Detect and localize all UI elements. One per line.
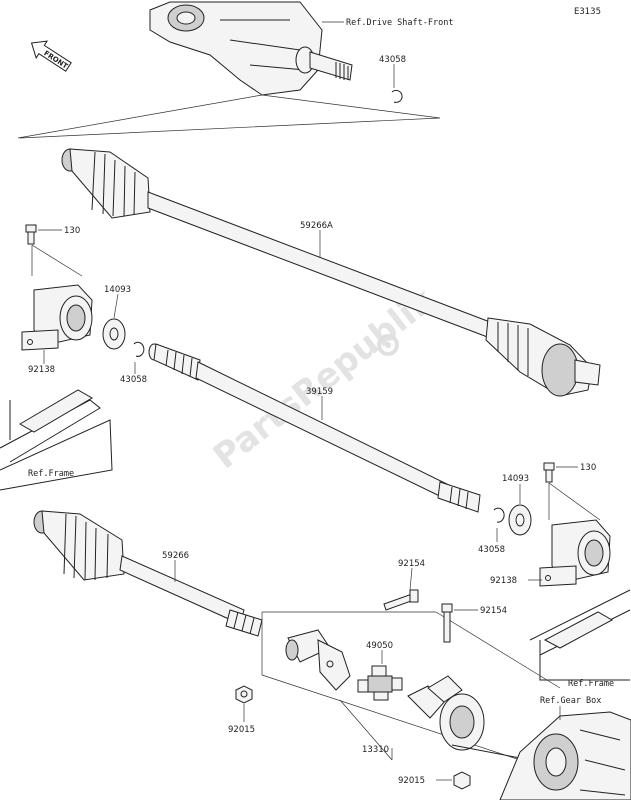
bolt-92154-b	[441, 603, 453, 643]
part-59266A: 59266A	[300, 221, 333, 231]
washer-14093-right	[508, 504, 532, 536]
front-differential	[149, 1, 353, 96]
part-59266: 59266	[162, 551, 189, 561]
drive-shaft-59266	[33, 510, 263, 637]
bolt-130-left	[25, 224, 37, 245]
circlip-43058-top	[391, 89, 403, 103]
nut-92015-left	[235, 685, 253, 704]
part-92138-right: 92138	[490, 576, 517, 586]
bearing-housing-92138-left	[21, 284, 93, 351]
part-130-right: 130	[580, 463, 596, 473]
gear-box	[499, 711, 631, 800]
part-49050: 49050	[366, 641, 393, 651]
part-14093-right: 14093	[502, 474, 529, 484]
ref-gear-box: Ref.Gear Box	[540, 696, 601, 706]
drive-shaft-39159	[148, 343, 481, 513]
part-39159: 39159	[306, 387, 333, 397]
watermark-text: PartsRepublik	[206, 280, 443, 478]
part-92015-left: 92015	[228, 725, 255, 735]
diagram-code: E3135	[574, 7, 601, 17]
ref-frame-right: Ref.Frame	[568, 679, 614, 689]
watermark-gear-icon	[377, 334, 399, 356]
part-43058-top: 43058	[379, 55, 406, 65]
ref-drive-shaft-front: Ref.Drive Shaft-Front	[346, 18, 453, 28]
circlip-43058-right	[493, 507, 505, 523]
part-92015-bottom: 92015	[398, 776, 425, 786]
part-92138-left: 92138	[28, 365, 55, 375]
circlip-43058-left	[133, 341, 145, 357]
part-43058-right: 43058	[478, 545, 505, 555]
part-43058-left: 43058	[120, 375, 147, 385]
drive-shaft-59266A	[61, 148, 601, 397]
yoke-front	[285, 629, 351, 691]
universal-joint-49050	[357, 665, 403, 701]
bolt-92154-a	[383, 589, 419, 611]
bolt-130-right	[543, 462, 555, 483]
washer-14093-left	[102, 318, 126, 350]
nut-92015-bottom	[453, 771, 471, 790]
front-arrow-icon: FRONT	[30, 40, 72, 72]
yoke-rear-flange	[407, 675, 521, 759]
watermark: PartsRepublik	[206, 280, 443, 478]
frame-right	[529, 589, 631, 681]
part-92154-a: 92154	[398, 559, 425, 569]
bearing-housing-92138-right	[539, 519, 611, 587]
ref-frame-left: Ref.Frame	[28, 469, 74, 479]
part-14093-left: 14093	[104, 285, 131, 295]
part-92154-b: 92154	[480, 606, 507, 616]
part-13310: 13310	[362, 745, 389, 755]
frame-left	[0, 389, 113, 491]
part-130-left: 130	[64, 226, 80, 236]
